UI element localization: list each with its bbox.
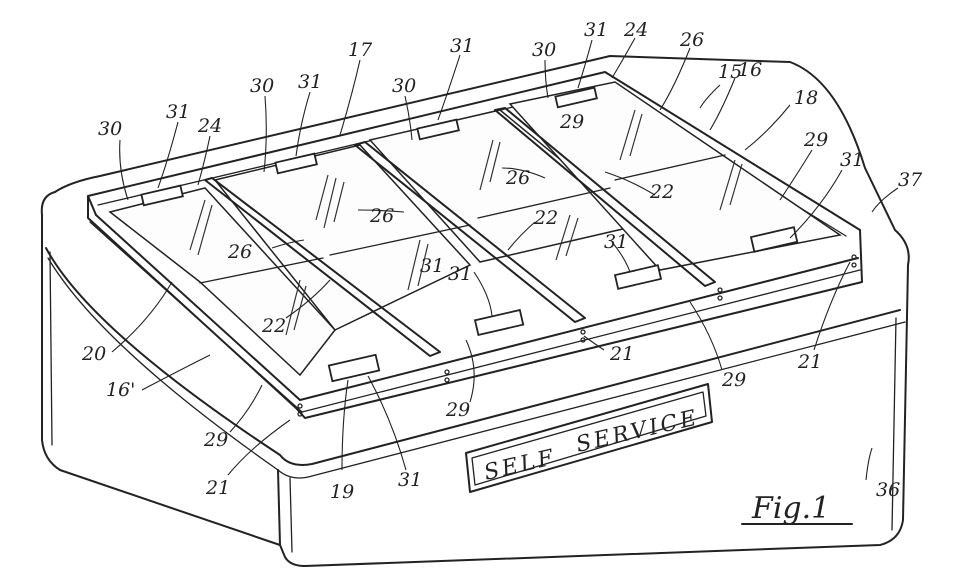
ref-31-b: 31 [298, 71, 322, 93]
reference-numerals: 30 31 24 30 31 17 30 31 30 31 24 26 15 1… [81, 19, 923, 503]
handle-front-4 [749, 226, 799, 253]
ref-22-b: 22 [533, 207, 558, 229]
ref-16-prime: 16' [106, 379, 135, 401]
cabinet-top-outline [40, 55, 910, 567]
handle-back-3 [416, 118, 460, 141]
ref-31-f: 31 [398, 469, 422, 491]
ref-31-c: 31 [450, 35, 474, 57]
ref-31-a: 31 [166, 101, 190, 123]
divider-3 [494, 107, 716, 287]
ref-29-b: 29 [203, 429, 228, 451]
ref-24-b: 24 [623, 19, 648, 41]
ref-26-d: 26 [369, 205, 394, 227]
handle-front-1 [327, 353, 381, 383]
ref-29-d: 29 [721, 369, 746, 391]
cabinet-front-rim-inner [47, 257, 906, 479]
ref-21-a: 21 [205, 477, 230, 499]
handles [140, 86, 799, 383]
glass-pane-1 [108, 187, 336, 377]
ref-17: 17 [348, 39, 373, 61]
ref-26-a: 26 [679, 29, 704, 51]
divider-2 [354, 141, 586, 323]
ref-26-b: 26 [505, 167, 530, 189]
ref-30-d: 30 [532, 39, 556, 61]
ref-22-c: 22 [261, 315, 286, 337]
sign-plate-inner [471, 391, 707, 486]
display-case [87, 71, 863, 419]
frame-front-lower [89, 221, 861, 413]
ref-29-e: 29 [559, 111, 584, 133]
handle-back-2 [274, 152, 318, 175]
ref-37: 37 [898, 169, 923, 191]
cabinet-front-rim [45, 247, 901, 466]
handle-back-4 [554, 86, 598, 109]
self-service-sign: SELF SERVICE [465, 383, 713, 493]
handle-front-2 [473, 308, 525, 337]
ref-29-c: 29 [445, 399, 470, 421]
handle-back-1 [140, 184, 184, 207]
ref-31-i: 31 [420, 255, 444, 277]
ref-22-a: 22 [649, 181, 674, 203]
handle-front-3 [613, 264, 663, 290]
ref-24-a: 24 [197, 115, 222, 137]
crossbar-1 [199, 257, 324, 284]
ref-30-a: 30 [98, 118, 122, 140]
figure-label: Fig.1 [751, 491, 830, 526]
cabinet-right-edge [891, 317, 897, 531]
ref-21-c: 21 [797, 351, 822, 373]
leader-lines [111, 37, 899, 481]
ref-36: 36 [876, 479, 900, 501]
cabinet [40, 55, 910, 567]
ref-18: 18 [794, 87, 818, 109]
sign-plate [465, 383, 713, 493]
ref-20: 20 [81, 343, 106, 365]
ref-19: 19 [330, 481, 354, 503]
ref-31-d: 31 [584, 19, 608, 41]
divider-1 [204, 177, 441, 357]
ref-21-b: 21 [609, 343, 634, 365]
ref-30-c: 30 [392, 75, 416, 97]
figure-caption: Fig.1 [741, 491, 853, 526]
cabinet-corner-2 [289, 477, 293, 553]
crossbar-3 [477, 187, 611, 219]
ref-15: 15 [718, 61, 742, 83]
cabinet-left-edge [49, 251, 53, 446]
sign-word-service: SERVICE [574, 405, 702, 458]
front-rail-holes [297, 254, 857, 417]
sign-word-self: SELF [482, 445, 559, 486]
ref-30-b: 30 [250, 75, 274, 97]
frame-left-end [87, 195, 97, 216]
outer-frame [87, 71, 863, 419]
ref-26-c: 26 [227, 241, 252, 263]
crossbar-4 [614, 154, 726, 181]
ref-16: 16 [738, 59, 762, 81]
ref-31-e: 31 [840, 149, 864, 171]
glass-pane-4 [508, 81, 842, 271]
crossbar-2 [329, 224, 471, 256]
ref-31-g: 31 [448, 263, 472, 285]
ref-29-a: 29 [803, 129, 828, 151]
cabinet-corner [277, 469, 281, 546]
ref-31-h: 31 [604, 231, 628, 253]
frame-front-upper [95, 214, 859, 401]
